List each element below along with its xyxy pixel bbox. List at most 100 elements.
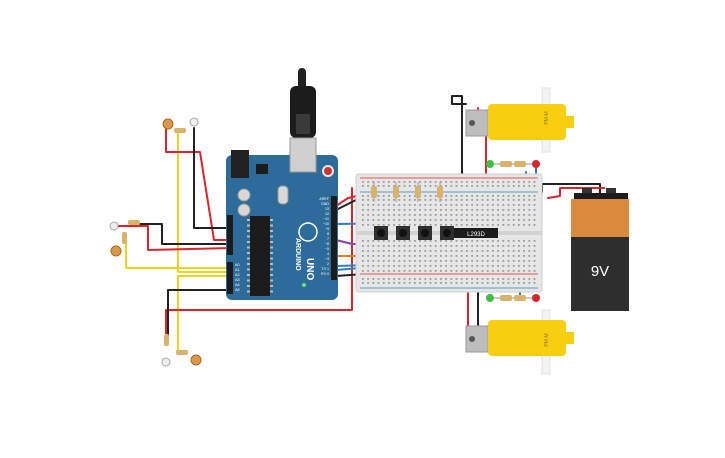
breadboard-hole	[408, 224, 411, 226]
push-buttons[interactable]	[374, 226, 454, 240]
breadboard-hole	[450, 209, 453, 211]
chip-pin	[247, 279, 250, 282]
breadboard-hole	[497, 214, 499, 216]
breadboard-hole	[528, 185, 531, 187]
breadboard-hole	[450, 270, 453, 272]
breadboard-hole	[471, 278, 473, 280]
breadboard-hole	[372, 245, 375, 247]
battery-9v[interactable]: 9V	[571, 188, 629, 311]
breadboard-hole	[481, 219, 484, 221]
chip-pin	[247, 241, 250, 243]
push-button-4[interactable]	[440, 226, 454, 240]
breadboard-hole	[533, 278, 536, 280]
breadboard-hole	[492, 240, 494, 242]
breadboard-hole	[476, 245, 479, 247]
breadboard-hole	[466, 209, 468, 211]
breadboard-hole	[486, 181, 489, 183]
breadboard-hole	[533, 204, 536, 206]
breadboard-hole	[382, 265, 385, 267]
breadboard-hole	[414, 224, 416, 226]
push-button-3[interactable]	[418, 226, 432, 240]
breadboard-hole	[362, 224, 364, 226]
breadboard-hole	[367, 224, 369, 226]
breadboard-hole	[398, 282, 401, 284]
breadboard-hole	[450, 282, 453, 284]
digital-pin-label: RX 0	[321, 272, 329, 276]
breadboard-hole	[486, 224, 489, 226]
breadboard-hole	[471, 250, 473, 252]
breadboard-hole	[398, 185, 401, 187]
breadboard-hole	[429, 224, 432, 226]
breadboard-hole	[393, 278, 395, 280]
breadboard-hole	[388, 240, 390, 242]
resistor-sensor-left-2	[122, 232, 127, 244]
arduino-uno-board[interactable]: ARDUINO UNO AREFGND1312~11~10~987~6~54~3…	[226, 68, 338, 300]
breadboard-hole	[533, 219, 536, 221]
breadboard-hole	[481, 245, 484, 247]
breadboard-hole	[367, 270, 369, 272]
sensor-left[interactable]	[109, 220, 140, 257]
breadboard-hole	[362, 181, 364, 183]
motor-top[interactable]: PM-M	[465, 87, 574, 153]
breadboard-hole	[533, 209, 536, 211]
l293d-driver-chip[interactable]: L293D	[454, 228, 498, 238]
breadboard-hole	[455, 199, 458, 201]
led-group-bottom[interactable]	[486, 294, 540, 302]
motor-top-label: PM-M	[544, 111, 550, 124]
breadboard-hole	[528, 181, 531, 183]
breadboard-hole	[460, 185, 463, 187]
breadboard-hole	[445, 278, 447, 280]
breadboard-hole	[377, 278, 380, 280]
sensor-bottom[interactable]	[161, 334, 202, 367]
breadboard-hole	[502, 245, 505, 247]
breadboard-hole	[450, 278, 453, 280]
breadboard-hole	[523, 260, 525, 262]
led-group-top[interactable]	[486, 160, 540, 168]
breadboard-hole	[414, 265, 416, 267]
breadboard-hole	[403, 204, 406, 206]
wire-sensor-bottom-black	[167, 289, 227, 341]
push-button-1[interactable]	[374, 226, 388, 240]
breadboard-hole	[455, 195, 458, 197]
breadboard-hole	[440, 224, 442, 226]
breadboard-hole	[434, 282, 437, 284]
breadboard-hole	[486, 185, 489, 187]
power-header	[227, 215, 233, 255]
breadboard-hole	[486, 282, 489, 284]
breadboard-hole	[434, 240, 437, 242]
breadboard-hole	[471, 195, 473, 197]
breadboard-hole	[523, 245, 525, 247]
breadboard-hole	[466, 195, 468, 197]
breadboard-hole	[466, 240, 468, 242]
breadboard-hole	[388, 195, 390, 197]
breadboard-hole	[429, 209, 432, 211]
breadboard-hole	[440, 204, 442, 206]
breadboard-hole	[408, 270, 411, 272]
breadboard-hole	[362, 265, 364, 267]
breadboard-hole	[362, 278, 364, 280]
motor-bottom[interactable]: PM-M	[465, 309, 574, 375]
capacitor-1	[237, 188, 251, 202]
breadboard-hole	[507, 181, 510, 183]
breadboard-hole	[492, 270, 494, 272]
breadboard-hole	[362, 245, 364, 247]
breadboard-hole	[445, 195, 447, 197]
breadboard-hole	[414, 255, 416, 257]
breadboard-hole	[486, 240, 489, 242]
breadboard-hole	[518, 265, 520, 267]
reset-button[interactable]	[322, 165, 334, 177]
breadboard-hole	[398, 181, 401, 183]
breadboard-hole	[492, 181, 494, 183]
breadboard-hole	[455, 260, 458, 262]
breadboard-hole	[497, 278, 499, 280]
breadboard-hole	[403, 245, 406, 247]
breadboard-hole	[450, 260, 453, 262]
breadboard-hole	[440, 278, 442, 280]
digital-pin-label: TX 1	[321, 267, 329, 271]
breadboard-hole	[377, 245, 380, 247]
breadboard-hole	[518, 199, 520, 201]
breadboard-hole	[471, 255, 473, 257]
push-button-2[interactable]	[396, 226, 410, 240]
breadboard-hole	[408, 199, 411, 201]
sensor-top[interactable]	[162, 117, 199, 133]
